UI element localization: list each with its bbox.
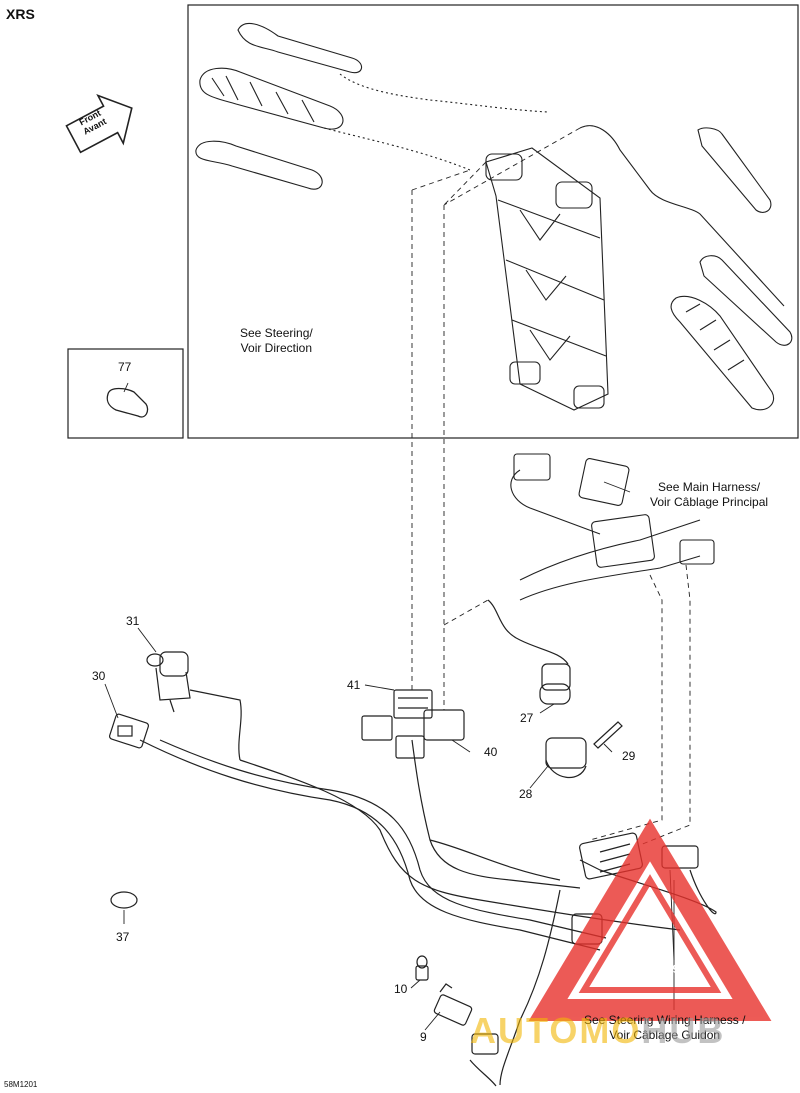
callout-27: 27 — [520, 711, 534, 725]
watermark-text: AUTOMOHUB — [470, 1010, 725, 1052]
callout-77: 77 — [118, 360, 132, 374]
part-27-switch — [539, 663, 571, 705]
main-harness-line2: Voir Câblage Principal — [650, 495, 769, 509]
handlebar-right — [579, 125, 793, 411]
main-harness-connectors — [510, 453, 715, 601]
figure-id: 58M1201 — [4, 1080, 38, 1089]
part-41-connector — [361, 689, 433, 759]
callout-41: 41 — [347, 678, 361, 692]
part-29-pin — [593, 721, 623, 749]
part-77-frame — [67, 348, 184, 439]
part-77-clip — [106, 387, 149, 418]
see-steering-note: See Steering/ Voir Direction — [240, 326, 313, 356]
handlebar-grips — [195, 22, 549, 190]
part-9-switch — [433, 983, 473, 1026]
part-31-switch — [146, 651, 191, 713]
watermark-part1: AUTOMO — [470, 1010, 642, 1051]
handlebar-riser — [485, 147, 609, 411]
steering-frame — [187, 4, 799, 439]
callout-30: 30 — [92, 669, 106, 683]
part-37-grommet — [110, 891, 138, 909]
callout-40: 40 — [484, 745, 498, 759]
part-28-cover — [545, 737, 587, 779]
leader-lines — [411, 127, 691, 846]
callout-31: 31 — [126, 614, 140, 628]
part-10-bulb — [415, 955, 429, 981]
front-arrow-icon — [65, 94, 133, 154]
callout-leaders — [104, 382, 675, 1031]
watermark-part2: HUB — [641, 1010, 726, 1051]
warning-triangle-logo-icon — [528, 818, 772, 1021]
part-30-connector — [108, 713, 150, 749]
callout-39: 39 — [666, 962, 680, 976]
callout-10: 10 — [394, 982, 408, 996]
see-main-harness-note: See Main Harness/ Voir Câblage Principal — [650, 480, 768, 510]
steering-wiring-line2: Voir Câblage Guidon — [609, 1028, 721, 1042]
steering-wiring-line1: See Steering Wiring Harness / — [584, 1013, 746, 1027]
main-harness-line1: See Main Harness/ — [658, 480, 761, 494]
callout-29: 29 — [622, 749, 636, 763]
model-code: XRS — [6, 6, 35, 22]
callout-37: 37 — [116, 930, 130, 944]
callout-9: 9 — [420, 1030, 427, 1044]
see-steering-line1: See Steering/ — [240, 326, 313, 340]
callout-28: 28 — [519, 787, 533, 801]
see-steering-wiring-note: See Steering Wiring Harness / Voir Câbla… — [584, 1013, 745, 1043]
part-40-connector — [423, 709, 465, 741]
harness-end-connector — [469, 1033, 499, 1087]
see-steering-line2: Voir Direction — [240, 341, 313, 355]
